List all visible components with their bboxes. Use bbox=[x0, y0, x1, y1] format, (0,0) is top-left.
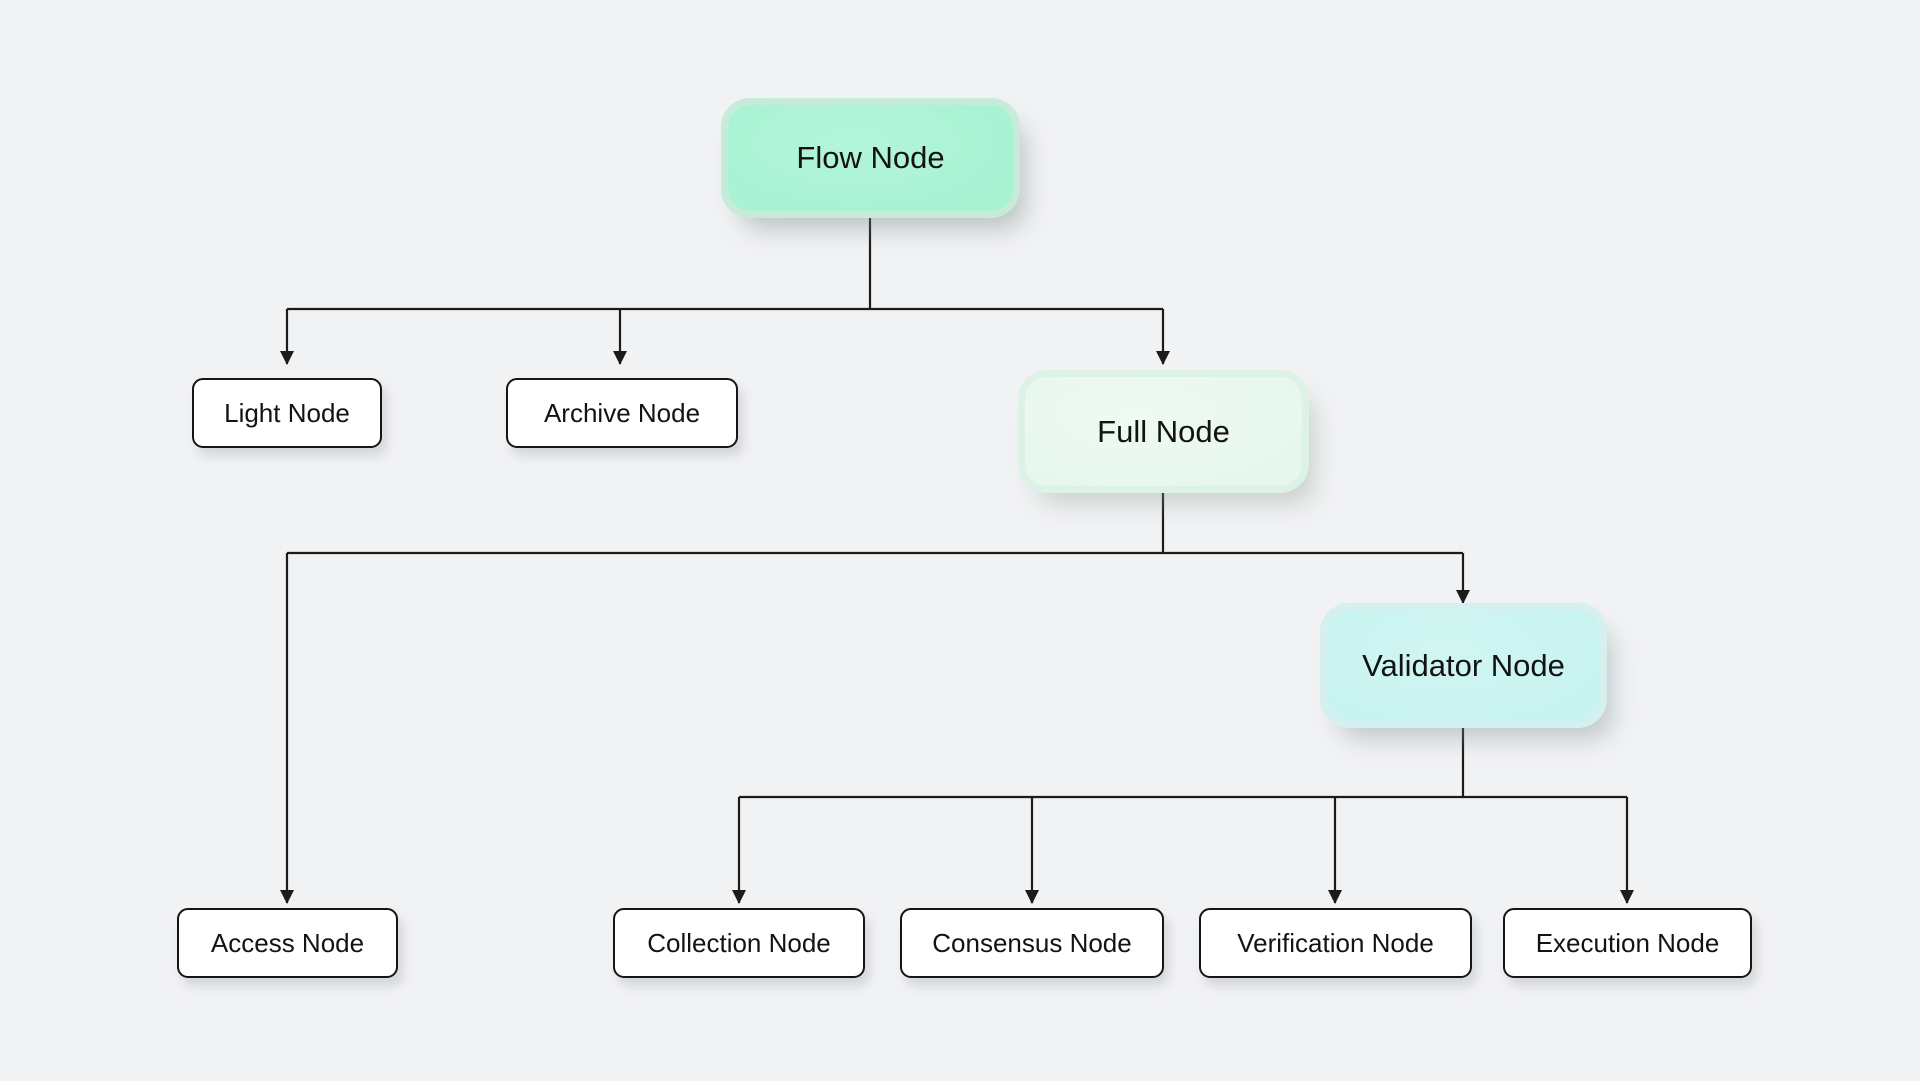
node-access-label: Access Node bbox=[210, 927, 365, 958]
node-collection-label: Collection Node bbox=[647, 927, 831, 958]
node-validator: Validator Node bbox=[1327, 610, 1600, 721]
node-flow-label: Flow Node bbox=[796, 140, 945, 175]
node-verification: Verification Node bbox=[1199, 908, 1472, 978]
node-light: Light Node bbox=[192, 378, 382, 448]
node-validator-label: Validator Node bbox=[1362, 647, 1565, 683]
node-access: Access Node bbox=[177, 908, 398, 978]
node-flow: Flow Node bbox=[728, 105, 1013, 211]
node-consensus: Consensus Node bbox=[900, 908, 1164, 978]
node-full-label: Full Node bbox=[1097, 413, 1230, 449]
node-execution: Execution Node bbox=[1503, 908, 1752, 978]
node-archive: Archive Node bbox=[506, 378, 738, 448]
node-collection: Collection Node bbox=[613, 908, 865, 978]
node-light-label: Light Node bbox=[224, 397, 350, 428]
node-archive-label: Archive Node bbox=[543, 397, 701, 428]
node-execution-label: Execution Node bbox=[1535, 927, 1720, 958]
node-consensus-label: Consensus Node bbox=[932, 927, 1132, 958]
node-full: Full Node bbox=[1025, 377, 1302, 486]
node-verification-label: Verification Node bbox=[1237, 927, 1434, 958]
